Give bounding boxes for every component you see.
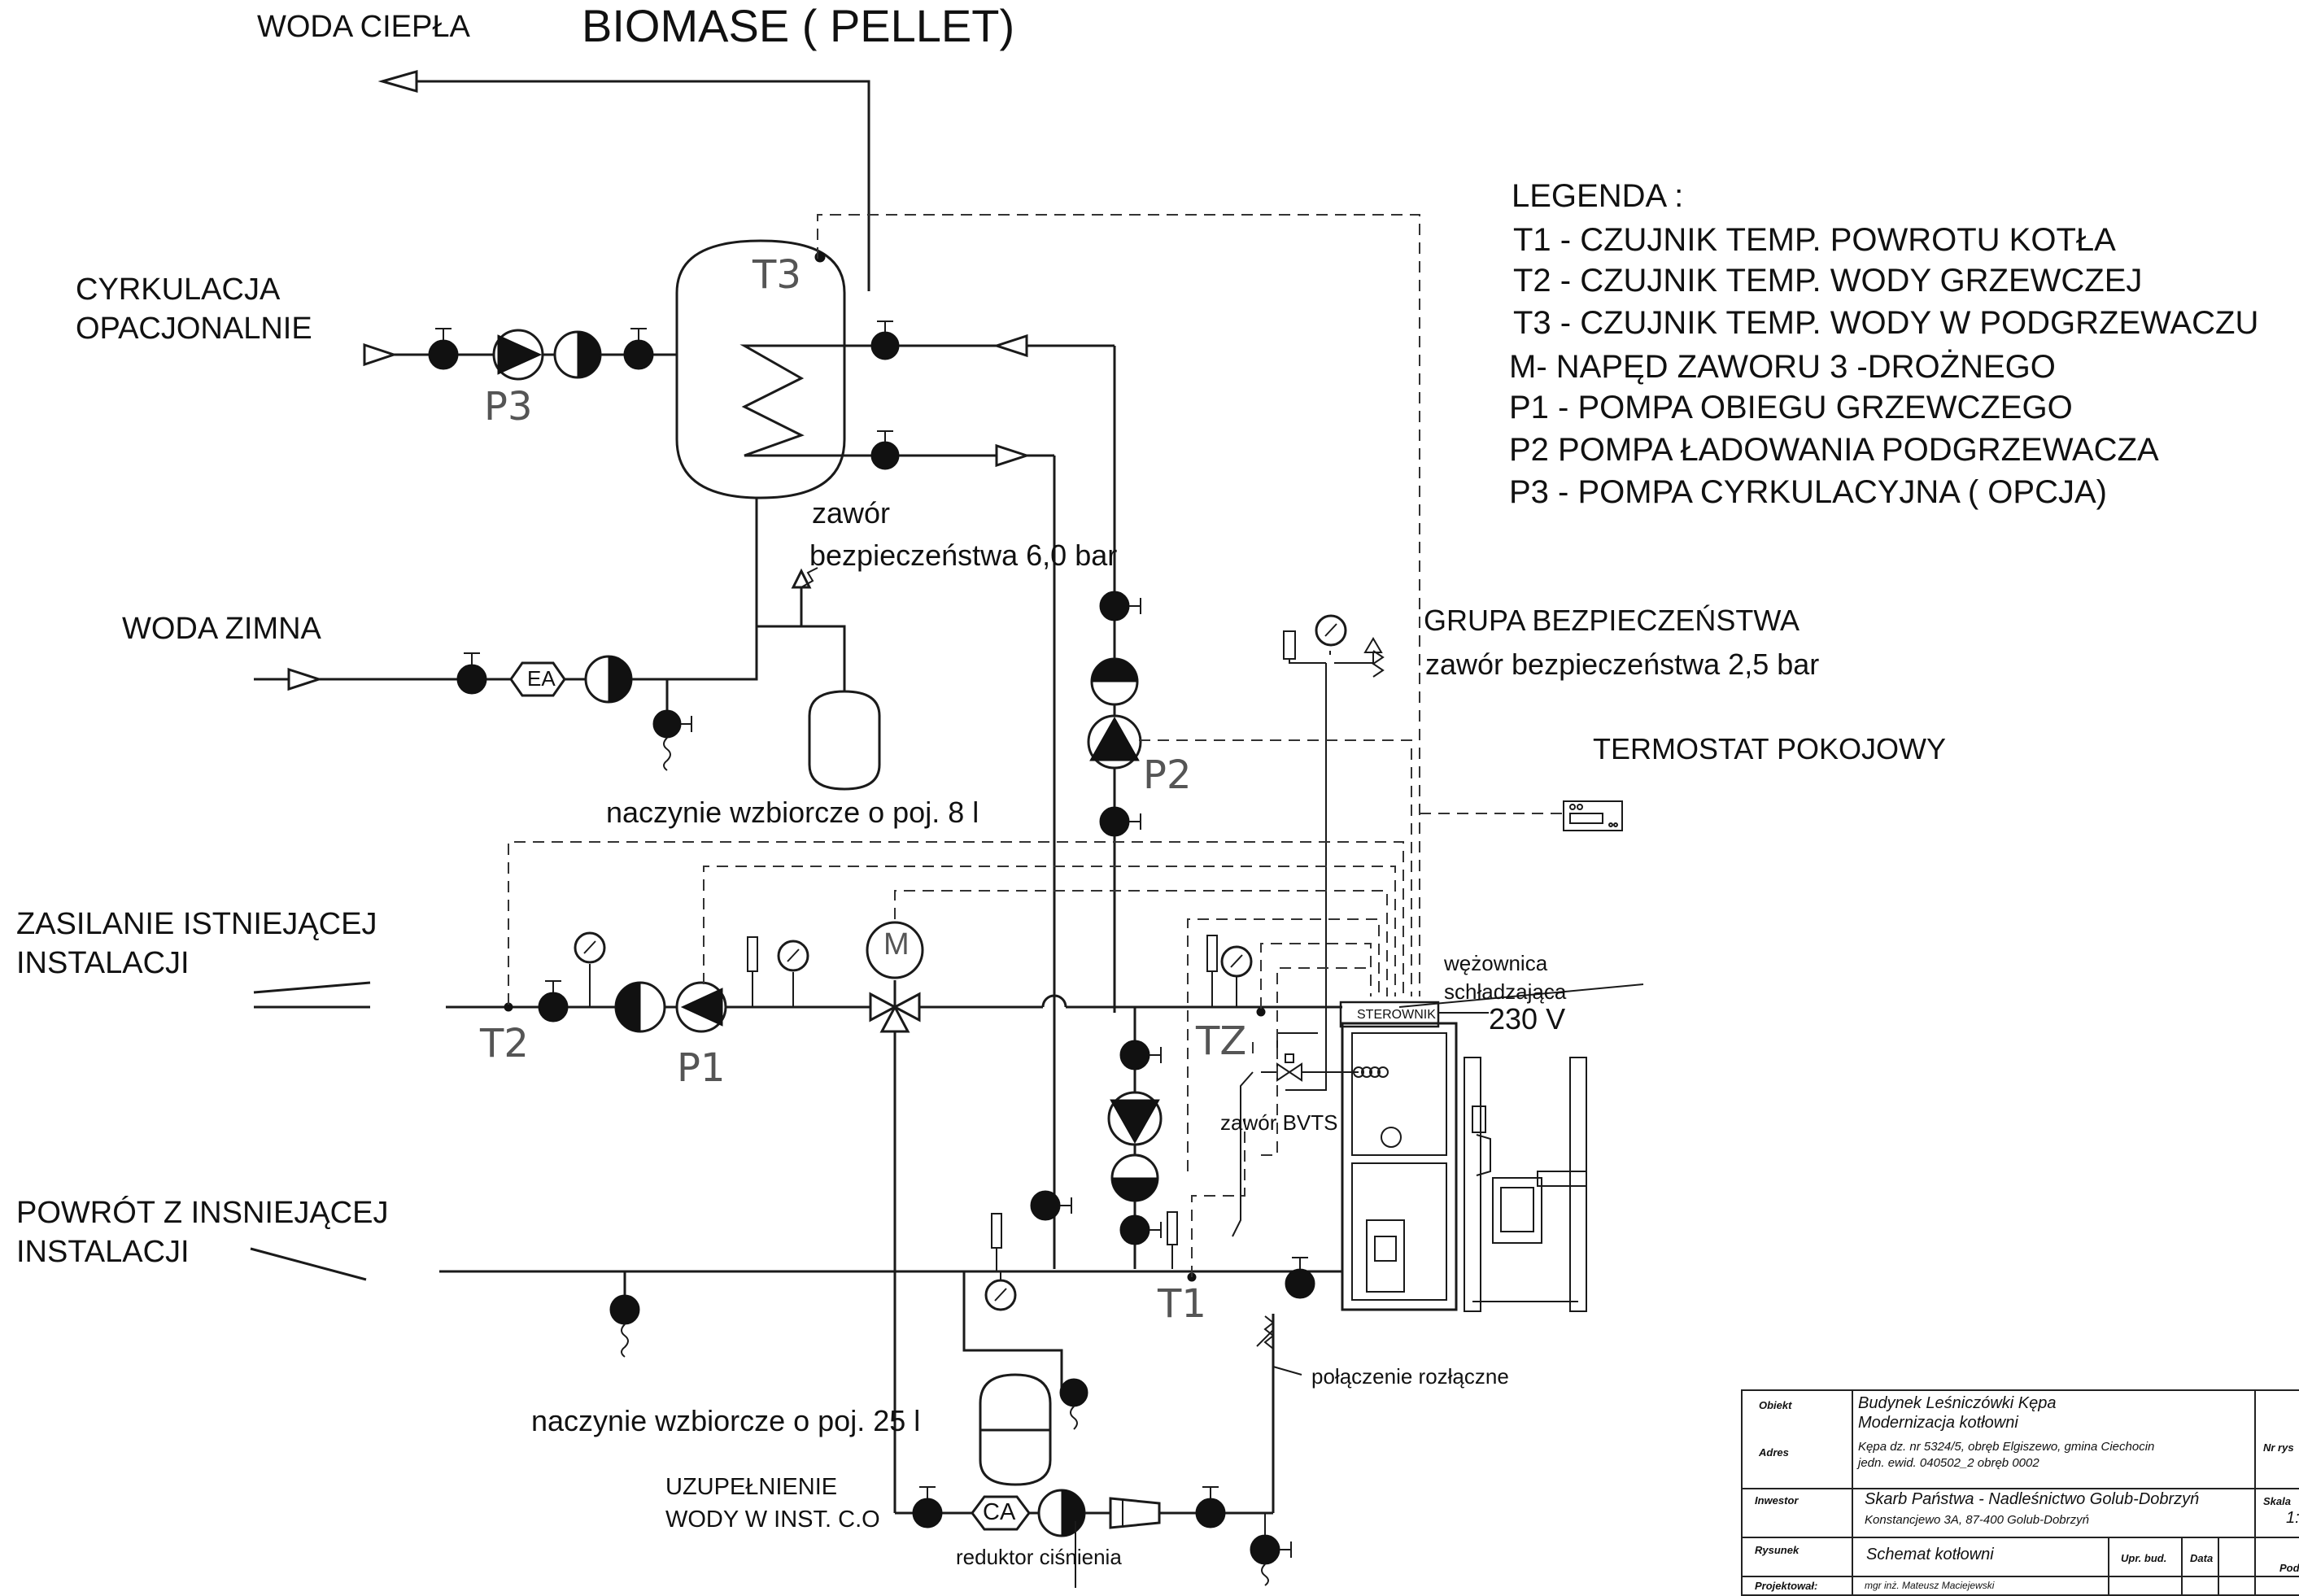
tb-adres-line1: Kępa dz. nr 5324/5, obręb Elgiszewo, gmi… [1858,1440,2155,1454]
tb-adres-line2: jedn. ewid. 040502_2 obręb 0002 [1858,1456,2039,1470]
boiler [1339,983,1644,1312]
p1-tag: P1 [677,1045,726,1091]
supply-label-2: INSTALACJI [16,946,190,980]
tb-inwestor-header: Inwestor [1755,1494,1799,1507]
control-wiring [508,214,1562,1277]
legend-item: T1 - CZUJNIK TEMP. POWROTU KOTŁA [1513,222,2116,258]
return-label-2: INSTALACJI [16,1235,190,1269]
tz-tag: TZ [1196,1018,1247,1064]
legend-item: T2 - CZUJNIK TEMP. WODY GRZEWCZEJ [1513,263,2143,299]
tb-projektowal-value: mgr inż. Mateusz Maciejewski [1865,1580,1995,1591]
tb-skala-header: Skala [2263,1495,2291,1507]
safety-group-label: GRUPA BEZPIECZEŃSTWA [1424,604,1800,637]
legend-item: P2 POMPA ŁADOWANIA PODGRZEWACZA [1509,432,2159,468]
safety-valve-25-label: zawór bezpieczeństwa 2,5 bar [1425,648,1820,681]
return-line [250,1213,1342,1486]
legend-item: M- NAPĘD ZAWORU 3 -DROŻNEGO [1509,349,2056,385]
tb-inwestor-line1: Skarb Państwa - Nadleśnictwo Golub-Dobrz… [1865,1490,2200,1508]
supply-line [253,921,1342,1269]
controller-label: STEROWNIK [1357,1008,1436,1022]
cold-water-line [254,498,881,791]
t3-tag: T3 [753,252,801,298]
tb-data-header: Data [2190,1552,2214,1564]
makeup-line [893,1269,1302,1588]
safety-valve-6-label-2: bezpieczeństwa 6,0 bar [809,539,1118,572]
tb-adres-header: Adres [1759,1446,1789,1459]
safety-group [1283,614,1385,1091]
tb-obiekt-line1: Budynek Leśniczówki Kępa [1858,1394,2057,1412]
title-block: Obiekt Budynek Leśniczówki Kępa Moderniz… [1741,1389,2299,1596]
p2-tag: P2 [1143,752,1192,798]
circulation-label-2: OPACJONALNIE [76,312,312,346]
t1-tag: T1 [1158,1281,1206,1327]
tb-skala-value: 1: [2286,1509,2299,1527]
supply-label-1: ZASILANIE ISTNIEJĄCEJ [16,907,377,941]
tb-rysunek-value: Schemat kotłowni [1866,1546,1994,1563]
room-thermostat-label: TERMOSTAT POKOJOWY [1593,732,1947,765]
diagram-title: BIOMASE ( PELLET) [582,0,1015,51]
hot-water-line [377,70,870,291]
cooling-coil-label-2: schładzająca [1444,979,1567,1004]
circulation-label-1: CYRKULACJA [76,273,281,307]
legend-item: P1 - POMPA OBIEGU GRZEWCZEGO [1509,390,2073,425]
tb-nr-header: Nr rys [2263,1441,2294,1454]
hot-water-label: WODA CIEPŁA [257,10,470,44]
t2-tag: T2 [480,1021,529,1066]
legend-item: P3 - POMPA CYRKULACYJNA ( OPCJA) [1509,474,2107,510]
tb-inwestor-line2: Konstancjewo 3A, 87-400 Golub-Dobrzyń [1865,1513,2089,1527]
ea-valve-label: EA [527,666,556,691]
detachable-joint-label: połączenie rozłączne [1311,1364,1509,1389]
bvts-valve-label: zawór BVTS [1220,1110,1338,1135]
makeup-label-2: WODY W INST. C.O [665,1507,880,1533]
pressure-reducer-label: reduktor ciśnienia [956,1545,1122,1569]
tb-pod-header: Pod [2279,1562,2299,1574]
room-thermostat [1563,800,1623,831]
expansion-vessel-25-label: naczynie wzbiorcze o poj. 25 l [531,1404,921,1437]
tb-obiekt-line2: Modernizacja kotłowni [1858,1414,2018,1432]
mixing-valve-actuator-label: M [883,927,910,962]
cold-water-label: WODA ZIMNA [122,612,321,646]
circulation-line [363,328,677,381]
return-label-1: POWRÓT Z INSNIEJĄCEJ [16,1196,389,1230]
tb-upr-header: Upr. bud. [2121,1552,2167,1564]
boiler-pump-branch [1030,1007,1178,1269]
tb-projektowal-header: Projektował: [1755,1580,1818,1592]
p2-branch [1087,591,1142,837]
expansion-vessel-8-label: naczynie wzbiorcze o poj. 8 l [606,796,979,829]
ca-valve-label: CA [983,1499,1016,1525]
tb-obiekt-header: Obiekt [1759,1399,1792,1411]
legend-heading: LEGENDA : [1512,178,1684,214]
voltage-label: 230 V [1489,1002,1566,1036]
makeup-label-1: UZUPEŁNIENIE [665,1474,838,1500]
safety-valve-6-label-1: zawór [812,496,891,530]
tb-rysunek-header: Rysunek [1755,1544,1800,1556]
title-block-grid [1743,1391,2299,1594]
cooling-coil-label-1: wężownica [1444,951,1548,975]
p3-tag: P3 [484,384,533,430]
legend-item: T3 - CZUJNIK TEMP. WODY W PODGRZEWACZU [1513,305,2259,341]
